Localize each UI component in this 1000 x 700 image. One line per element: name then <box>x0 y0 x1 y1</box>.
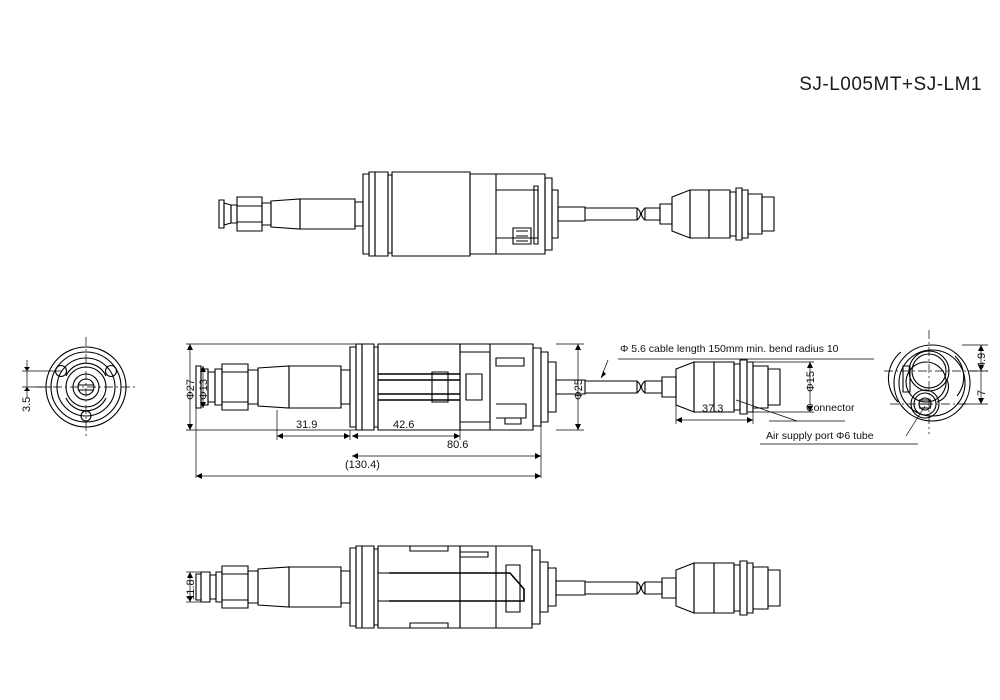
top-view-connector <box>644 187 775 241</box>
dim-label-31-9: 31.9 <box>296 419 318 431</box>
dim-label-3-5: 3.5 <box>21 396 33 412</box>
right-end-view <box>884 330 988 434</box>
dim-3-5 <box>22 360 62 398</box>
bottom-view <box>195 545 646 629</box>
dim-label-dia-27: Φ27 <box>185 378 197 400</box>
note-cable: Φ 5.6 cable length 150mm min. bend radiu… <box>620 343 839 355</box>
dim-11-8 <box>186 571 201 603</box>
note-air-supply: Air supply port Φ6 tube <box>766 430 874 442</box>
drawing-title: SJ-L005MT+SJ-LM1 <box>799 74 982 95</box>
dim-label-80-6: 80.6 <box>447 439 469 451</box>
dim-label-7: 7 <box>976 389 988 396</box>
bottom-view-connector <box>644 560 781 616</box>
top-view <box>218 171 646 257</box>
dim-label-130-4: (130.4) <box>345 459 380 471</box>
dim-label-37-3: 37.3 <box>702 403 724 415</box>
dim-label-dia-25: Φ25 <box>573 378 585 400</box>
dim-label-4-9: 4.9 <box>976 352 988 368</box>
left-end-view <box>36 337 136 437</box>
dimension-lines <box>186 343 926 479</box>
middle-view <box>195 343 646 431</box>
dim-label-11-8: 11.8 <box>185 579 197 600</box>
note-connector: Connector <box>806 402 855 414</box>
dim-label-dia-15: Φ15 <box>805 370 817 392</box>
dim-4-9-7 <box>962 344 988 405</box>
dim-label-dia-13: Φ13 <box>198 378 210 400</box>
dim-label-42-6: 42.6 <box>393 419 415 431</box>
